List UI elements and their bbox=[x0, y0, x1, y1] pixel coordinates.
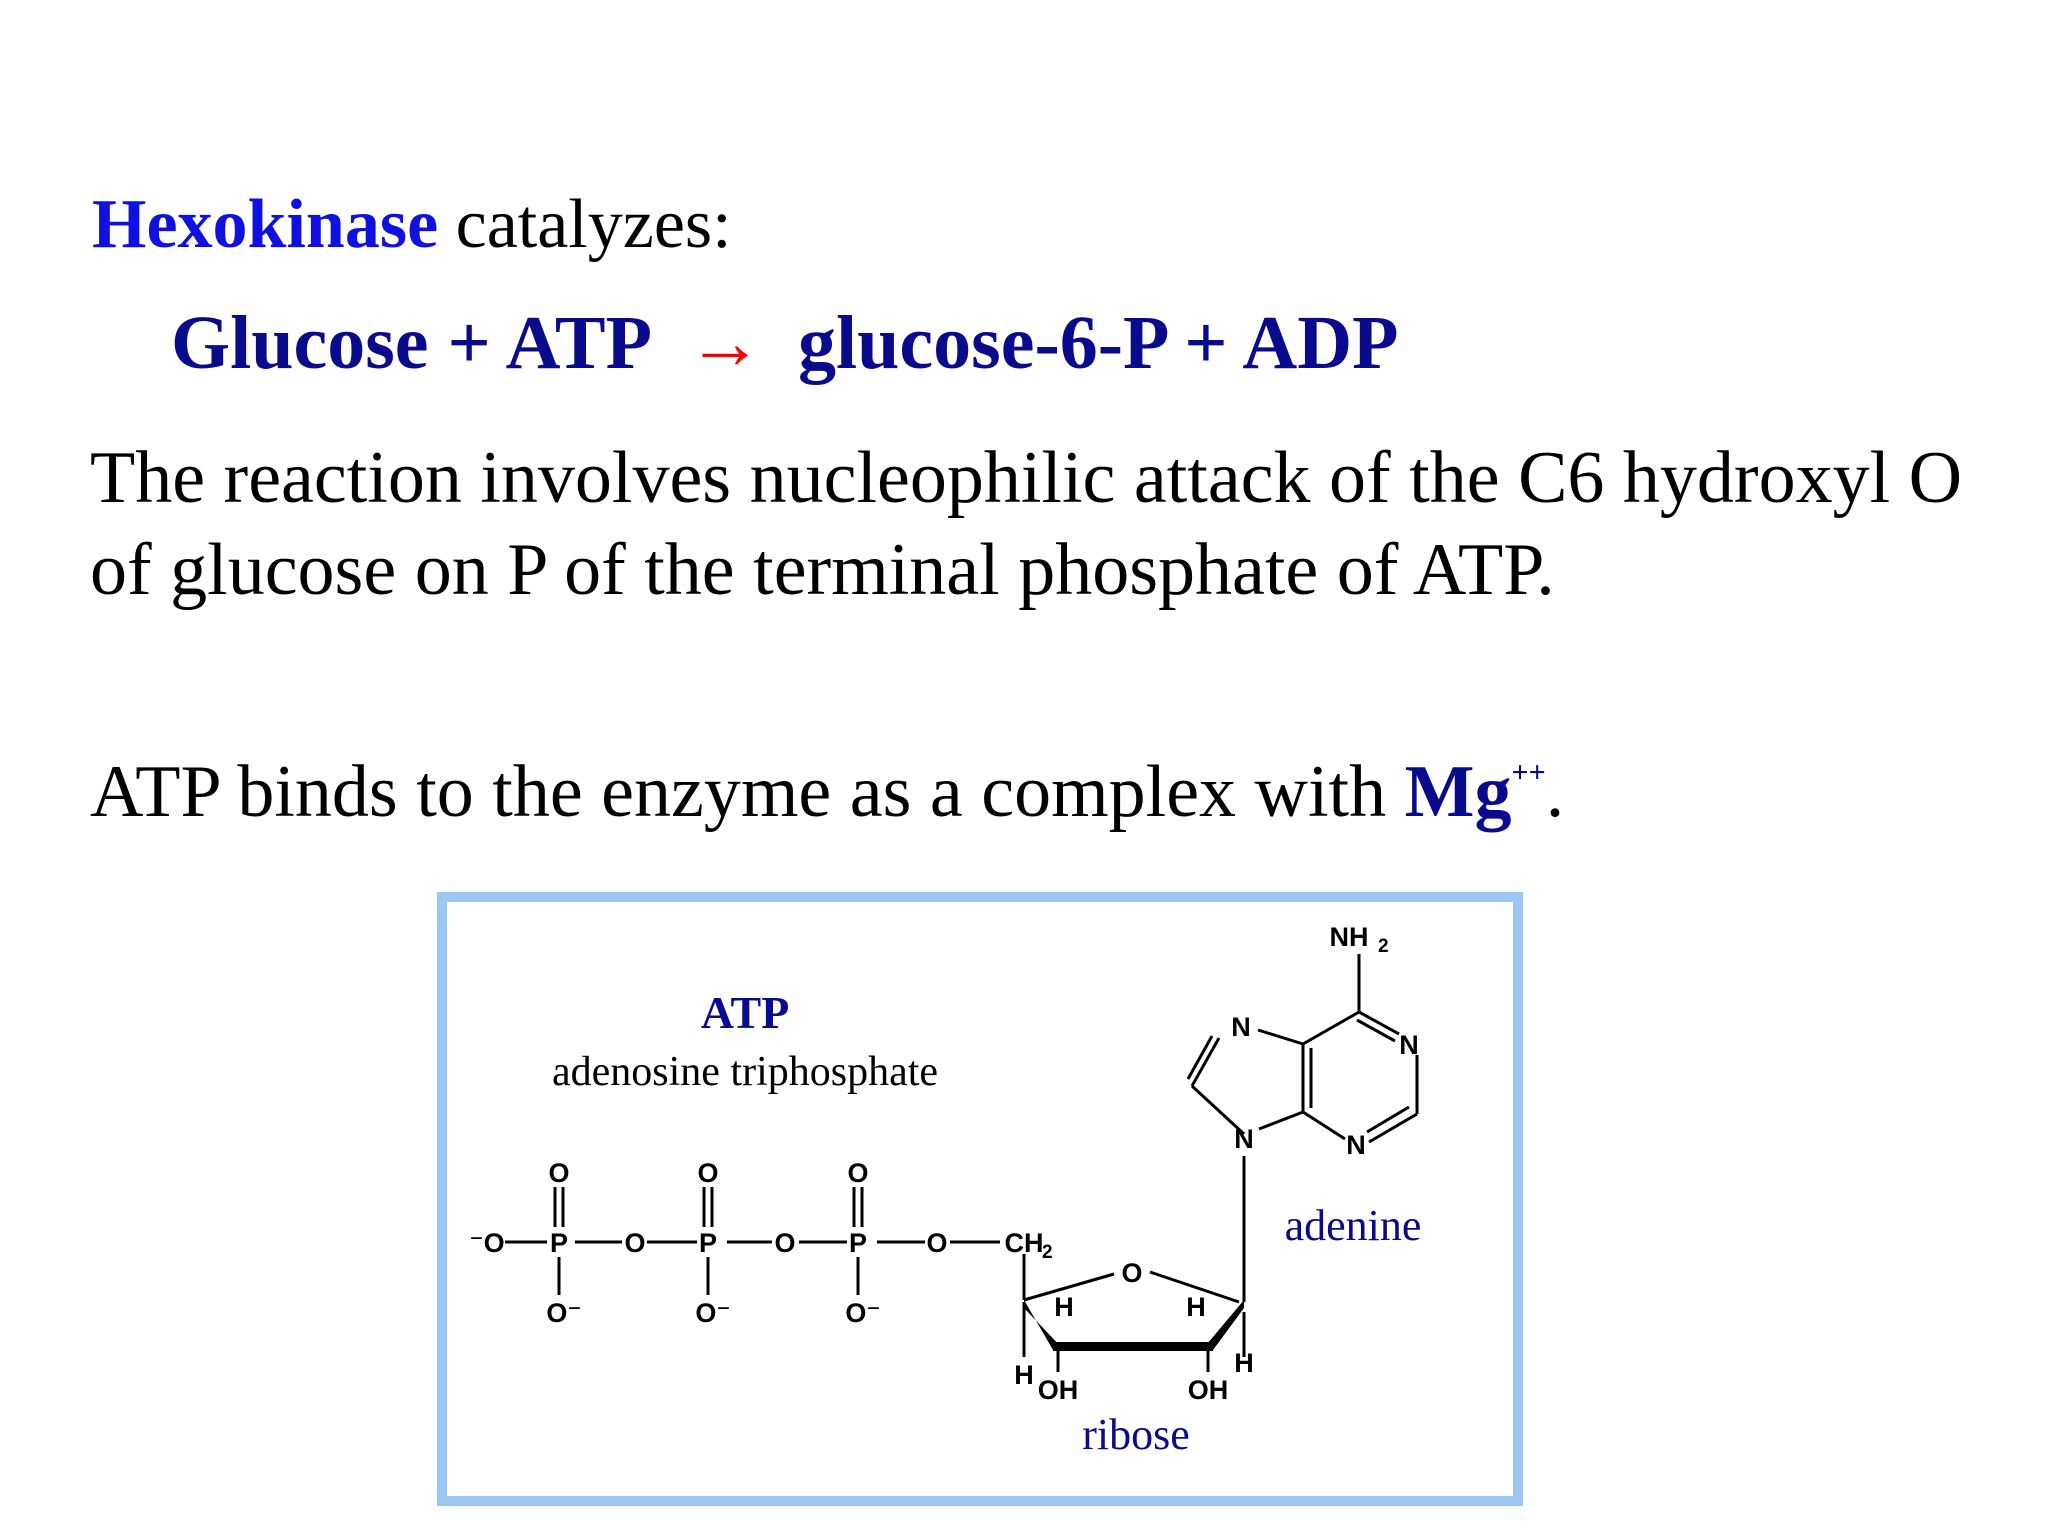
svg-text:H: H bbox=[1234, 1348, 1254, 1378]
reaction-arrow-icon: → bbox=[687, 301, 764, 385]
wedge-right bbox=[1202, 1300, 1244, 1350]
svg-text:O: O bbox=[774, 1228, 795, 1258]
atp-subtitle: adenosine triphosphate bbox=[552, 1049, 938, 1095]
svg-text:P: P bbox=[849, 1228, 867, 1258]
ribose-label: ribose bbox=[1082, 1410, 1190, 1459]
svg-text:OH: OH bbox=[1038, 1375, 1079, 1405]
bonds bbox=[505, 954, 1419, 1372]
adenine-label: adenine bbox=[1285, 1201, 1422, 1250]
reaction-reactants: Glucose + ATP bbox=[171, 301, 653, 385]
svg-text:O: O bbox=[926, 1228, 947, 1258]
svg-text:N: N bbox=[1234, 1124, 1254, 1154]
phosphate-atoms: ⁻O P O P O P O O O O O⁻ O⁻ O⁻ CH bbox=[469, 1158, 1043, 1328]
reaction-products: glucose-6-P + ADP bbox=[798, 301, 1399, 385]
svg-text:⁻O: ⁻O bbox=[469, 1228, 504, 1258]
svg-text:H: H bbox=[1054, 1292, 1074, 1322]
svg-text:O⁻: O⁻ bbox=[546, 1298, 581, 1328]
mg-charge: ++ bbox=[1511, 756, 1546, 789]
intro-line: Hexokinase catalyzes: bbox=[92, 185, 732, 265]
svg-text:O: O bbox=[847, 1158, 868, 1188]
svg-text:N: N bbox=[1346, 1130, 1366, 1160]
svg-text:H: H bbox=[1014, 1360, 1034, 1390]
mg-paragraph: ATP binds to the enzyme as a complex wit… bbox=[90, 750, 1564, 835]
adenine-atoms: N N N N NH bbox=[1231, 922, 1419, 1160]
atp-structure-svg: ATP adenosine triphosphate adenine ribos… bbox=[469, 922, 1422, 1459]
mechanism-paragraph: The reaction involves nucleophilic attac… bbox=[90, 437, 1963, 611]
ch2-subscript: 2 bbox=[1042, 1242, 1053, 1263]
svg-text:OH: OH bbox=[1188, 1375, 1229, 1405]
enzyme-name: Hexokinase bbox=[92, 186, 439, 263]
atp-structure-figure: ATP adenosine triphosphate adenine ribos… bbox=[437, 892, 1523, 1506]
svg-text:O⁻: O⁻ bbox=[845, 1298, 880, 1328]
ribose-atoms: O H H H H OH OH bbox=[1014, 1258, 1254, 1405]
svg-text:O: O bbox=[624, 1228, 645, 1258]
atp-title: ATP bbox=[701, 987, 790, 1038]
svg-text:P: P bbox=[699, 1228, 717, 1258]
svg-text:CH: CH bbox=[1005, 1228, 1044, 1258]
wedge-bottom bbox=[1053, 1342, 1213, 1351]
svg-text:P: P bbox=[550, 1228, 568, 1258]
svg-text:O: O bbox=[548, 1158, 569, 1188]
svg-text:O: O bbox=[697, 1158, 718, 1188]
svg-text:N: N bbox=[1231, 1012, 1251, 1042]
svg-text:N: N bbox=[1399, 1030, 1419, 1060]
svg-text:H: H bbox=[1186, 1292, 1206, 1322]
mg-paragraph-text: ATP binds to the enzyme as a complex wit… bbox=[90, 751, 1405, 833]
svg-text:NH: NH bbox=[1330, 922, 1369, 952]
nh2-subscript: 2 bbox=[1378, 936, 1389, 957]
svg-text:O⁻: O⁻ bbox=[695, 1298, 730, 1328]
svg-text:O: O bbox=[1121, 1258, 1142, 1288]
intro-rest: catalyzes: bbox=[438, 186, 732, 263]
reaction-equation: Glucose + ATP → glucose-6-P + ADP bbox=[171, 300, 1399, 387]
mg-ion: Mg bbox=[1404, 751, 1512, 833]
mg-paragraph-end: . bbox=[1545, 751, 1565, 833]
